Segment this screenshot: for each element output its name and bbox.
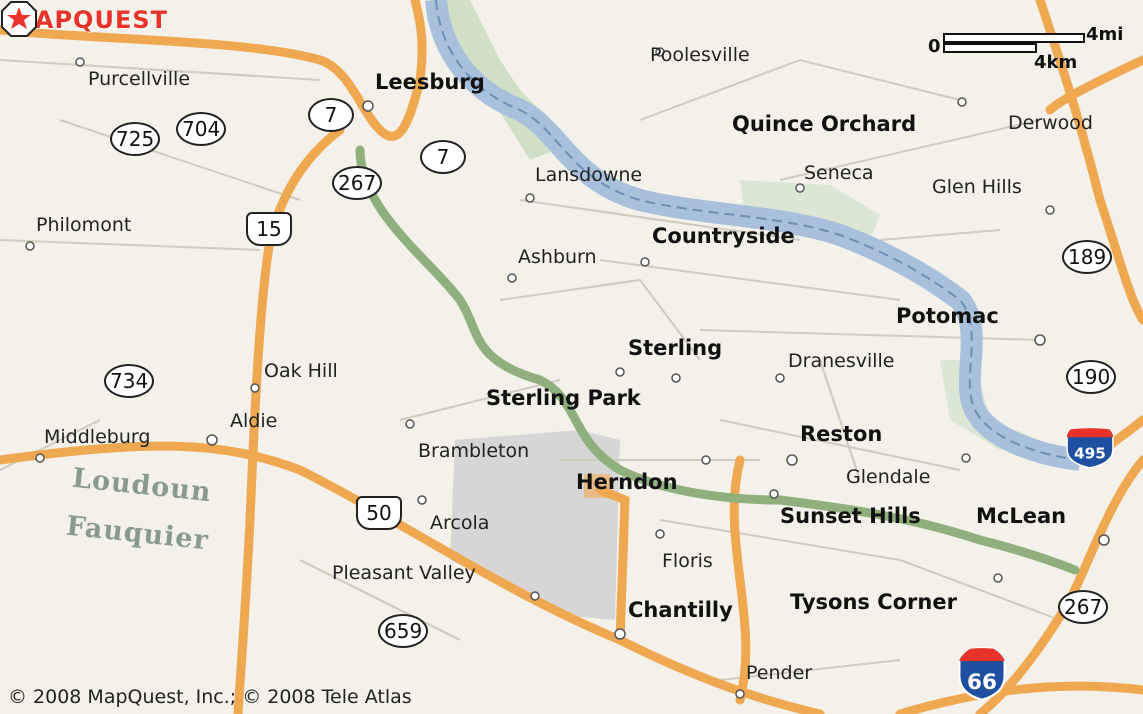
town-dots [25,47,1110,699]
place-purcellville: Purcellville [88,68,191,90]
place-quince-orchard: Quince Orchard [732,112,917,136]
route-734-shield: 734 [104,364,155,398]
place-lansdowne: Lansdowne [535,164,643,186]
interstate-66-number: 66 [967,670,997,695]
dulles-toll-road [355,145,1080,575]
place-pender: Pender [746,662,813,684]
route-704-shield: 704 [176,112,227,146]
place-herndon: Herndon [576,470,678,494]
place-seneca: Seneca [804,162,874,184]
route-15-shield: 15 [246,212,292,246]
route-7-shield: 7 [308,98,354,132]
place-floris: Floris [662,550,713,572]
route-725-shield: 725 [110,122,161,156]
place-middleburg: Middleburg [44,426,151,448]
interstate-495-number: 495 [1074,445,1106,463]
place-glendale: Glendale [846,466,931,488]
place-poolesville: Poolesville [650,44,750,66]
herndon-area [584,474,610,498]
scale-miles: 4mi [1086,24,1124,45]
place-potomac: Potomac [896,304,999,328]
minor-roads [0,58,1061,681]
place-ashburn: Ashburn [518,246,597,268]
route-50-shield: 50 [356,496,402,530]
route-7-shield: 7 [420,140,466,174]
map-copyright: © 2008 MapQuest, Inc.; © 2008 Tele Atlas [8,686,412,708]
place-arcola: Arcola [430,512,490,534]
scale-zero: 0 [928,36,941,57]
interstate-66-shield: 66 [958,647,1006,701]
place-countryside: Countryside [652,224,795,248]
place-sterling-park: Sterling Park [486,386,641,410]
place-pleasant-valley: Pleasant Valley [332,562,476,584]
place-leesburg: Leesburg [375,70,485,94]
route-267-shield: 267 [332,166,383,200]
scale-bar-graphic [943,33,1085,53]
place-dranesville: Dranesville [788,350,895,372]
place-brambleton: Brambleton [418,440,530,462]
place-philomont: Philomont [36,214,132,236]
scale-bar: 0 4mi 4km [928,22,1138,73]
route-267-shield: 267 [1058,590,1109,624]
place-chantilly: Chantilly [628,598,733,622]
place-sunset-hills: Sunset Hills [780,504,921,528]
place-glen-hills: Glen Hills [932,176,1022,198]
route-190-shield: 190 [1066,360,1117,394]
place-sterling: Sterling [628,336,723,360]
place-tysons-corner: Tysons Corner [790,590,957,614]
place-derwood: Derwood [1008,112,1093,134]
state-boundary [435,0,1081,461]
scale-kilometers: 4km [1034,52,1078,73]
place-reston: Reston [800,422,883,446]
place-oak-hill: Oak Hill [264,360,338,382]
route-659-shield: 659 [378,614,429,648]
place-mclean: McLean [976,504,1067,528]
route-189-shield: 189 [1062,240,1113,274]
location-marker-star-icon[interactable] [0,0,38,38]
place-aldie: Aldie [230,410,278,432]
interstate-495-shield: 495 [1066,427,1114,469]
park-area [740,180,880,240]
